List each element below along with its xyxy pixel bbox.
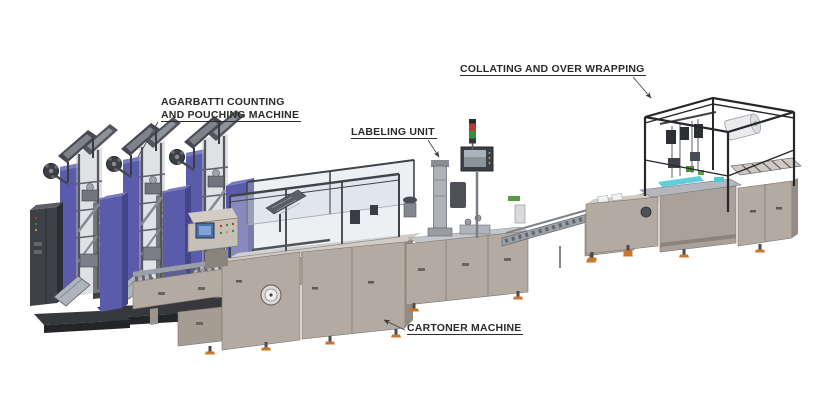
pouching-machine-1: [28, 122, 132, 335]
leader-collating: [632, 76, 652, 99]
hand-wheel: [260, 284, 282, 306]
cartoner-control-panel: [187, 208, 239, 269]
leader-labeling: [427, 139, 440, 158]
labeling-hmi-monitor: [460, 146, 494, 238]
leader-cartoner: [383, 319, 406, 331]
signal-tower-light: [469, 119, 476, 150]
label-head: [427, 160, 453, 237]
labeling-unit: [403, 119, 538, 312]
cage-frame: [643, 96, 796, 212]
label-pouching-machine: AGARBATTI COUNTING AND POUCHING MACHINE: [161, 96, 302, 122]
leader-pouching: [137, 121, 159, 158]
label-collating: COLLATING AND OVER WRAPPING: [460, 63, 647, 76]
collating-over-wrapping-machine: [585, 96, 802, 261]
cartoner-machine: [177, 159, 421, 355]
leader-lines: [137, 76, 652, 331]
label-pouching-line1: AGARBATTI COUNTING: [161, 96, 285, 108]
label-cartoner: CARTONER MACHINE: [407, 322, 524, 335]
label-labeling-unit: LABELING UNIT: [351, 126, 437, 139]
label-pouching-line2: AND POUCHING MACHINE: [161, 109, 302, 122]
carton-magazine: [265, 189, 307, 232]
